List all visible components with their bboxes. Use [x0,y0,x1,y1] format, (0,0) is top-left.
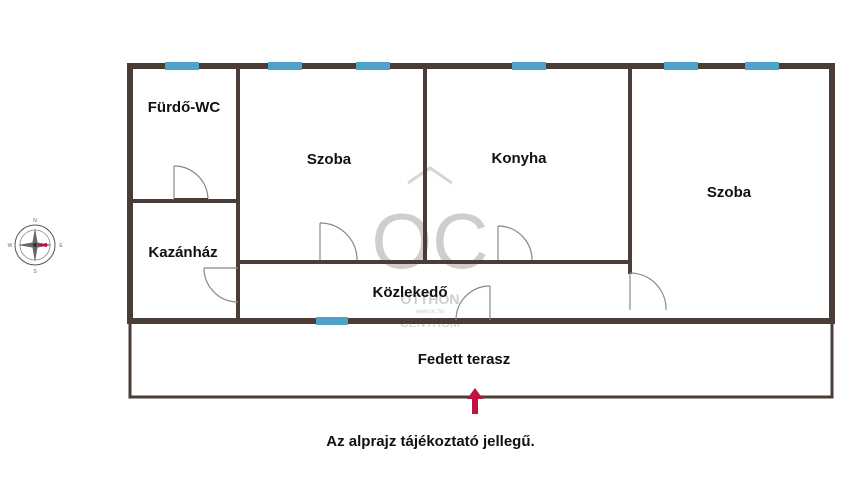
window [745,62,779,70]
watermark-url: www.oc.hu [414,309,444,315]
door-kazanhaz [203,267,239,303]
building-walls [127,63,835,324]
door-kozlekedo [455,285,491,321]
window [664,62,698,70]
door-szoba2 [629,272,667,311]
compass-w: W [8,243,13,249]
window [316,317,348,325]
door-szoba1 [319,222,358,261]
disclaimer-caption: Az alprajz tájékoztató jellegű. [326,433,535,450]
doors [173,165,667,321]
room-label-szoba1: Szoba [307,151,352,168]
window [268,62,302,70]
door-furdo [173,165,209,202]
room-label-konyha: Konyha [491,150,547,167]
compass-icon: N S W E [8,218,64,275]
watermark: OC OTTHON www.oc.hu CENTRUM [372,166,489,330]
door-konyha [497,225,533,261]
watermark-line1: OTTHON [400,291,459,307]
compass-n: N [33,218,37,224]
window [512,62,546,70]
windows [165,62,779,325]
entrance-arrow-icon [467,388,483,414]
room-label-szoba2: Szoba [707,184,752,201]
window [165,62,199,70]
compass-s: S [33,269,37,275]
room-label-kozlekedo: Közlekedő [372,284,447,301]
room-label-kazanhaz: Kazánház [148,244,217,261]
watermark-logo: OC [372,197,489,285]
window [356,62,390,70]
room-label-furdo: Fürdő-WC [148,99,221,116]
room-label-terasz: Fedett terasz [418,351,511,368]
compass-e: E [59,243,63,249]
